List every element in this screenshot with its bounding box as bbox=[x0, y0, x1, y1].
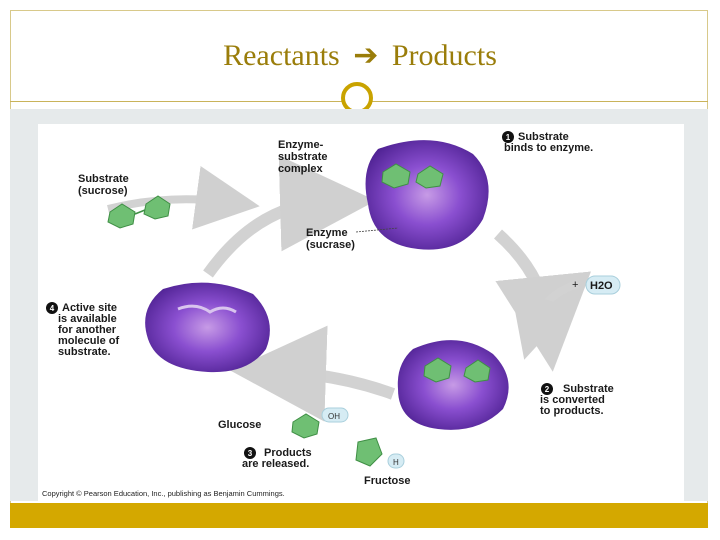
water-plus: + bbox=[572, 279, 578, 291]
step1-number: 1 bbox=[506, 133, 511, 142]
cycle-arrow-top-left bbox=[203, 155, 376, 278]
fructose-label: Fructose bbox=[364, 475, 410, 487]
step3-number: 3 bbox=[248, 449, 253, 458]
enzyme-pointer bbox=[355, 227, 399, 233]
cycle-arrow-bottom bbox=[230, 325, 396, 422]
fructose-molecule bbox=[355, 437, 405, 469]
footer-bar bbox=[10, 503, 708, 528]
step4-badge bbox=[46, 302, 58, 314]
water-arrow bbox=[511, 280, 580, 360]
enzyme-sub-label: (sucrase) bbox=[306, 239, 355, 251]
step2-line1: Substrate bbox=[563, 383, 614, 395]
step4-line3: for another bbox=[58, 324, 117, 336]
substrate-sub-label: (sucrose) bbox=[78, 185, 128, 197]
step4-line4: molecule of bbox=[58, 335, 119, 347]
arrow-icon: ➔ bbox=[353, 39, 379, 72]
glucose-label: Glucose bbox=[218, 419, 261, 431]
step1-line2: binds to enzyme. bbox=[504, 142, 593, 154]
copyright-text: Copyright © Pearson Education, Inc., pub… bbox=[42, 489, 285, 498]
step4-line2: is available bbox=[58, 313, 117, 325]
glucose-molecule bbox=[291, 407, 349, 439]
water-label: H2O bbox=[590, 280, 613, 292]
h-label: H bbox=[393, 458, 399, 467]
step1-line1: Substrate bbox=[518, 131, 569, 143]
title-reactants: Reactants bbox=[223, 39, 340, 72]
title-products: Products bbox=[391, 39, 497, 72]
water-bubble bbox=[585, 275, 621, 295]
free-enzyme bbox=[145, 282, 270, 373]
enzyme-substrate-complex bbox=[365, 140, 489, 250]
step4-number: 4 bbox=[50, 304, 55, 313]
step4-line5: substrate. bbox=[58, 346, 111, 358]
slide-title: Reactants ➔ Products bbox=[0, 38, 720, 73]
step2-badge bbox=[541, 383, 553, 395]
enzyme-label: Enzyme bbox=[306, 227, 348, 239]
enzyme-cycle-diagram: Substrate (sucrose) Enzyme- substrate co… bbox=[38, 124, 684, 502]
complex-label-2: substrate bbox=[278, 151, 328, 163]
step3-line1: Products bbox=[264, 447, 312, 459]
step2-number: 2 bbox=[545, 385, 550, 394]
step2-line3: to products. bbox=[540, 405, 604, 417]
enzyme-products-complex bbox=[397, 340, 509, 430]
complex-label-1: Enzyme- bbox=[278, 139, 324, 151]
sucrose-molecule bbox=[107, 195, 171, 229]
step3-line2: are released. bbox=[242, 458, 309, 470]
step1-badge bbox=[502, 131, 514, 143]
substrate-label: Substrate bbox=[78, 173, 129, 185]
step3-badge bbox=[244, 447, 256, 459]
oh-label: OH bbox=[328, 412, 340, 421]
complex-label-3: complex bbox=[278, 163, 324, 175]
step2-line2: is converted bbox=[540, 394, 605, 406]
step4-line1: Active site bbox=[62, 302, 117, 314]
